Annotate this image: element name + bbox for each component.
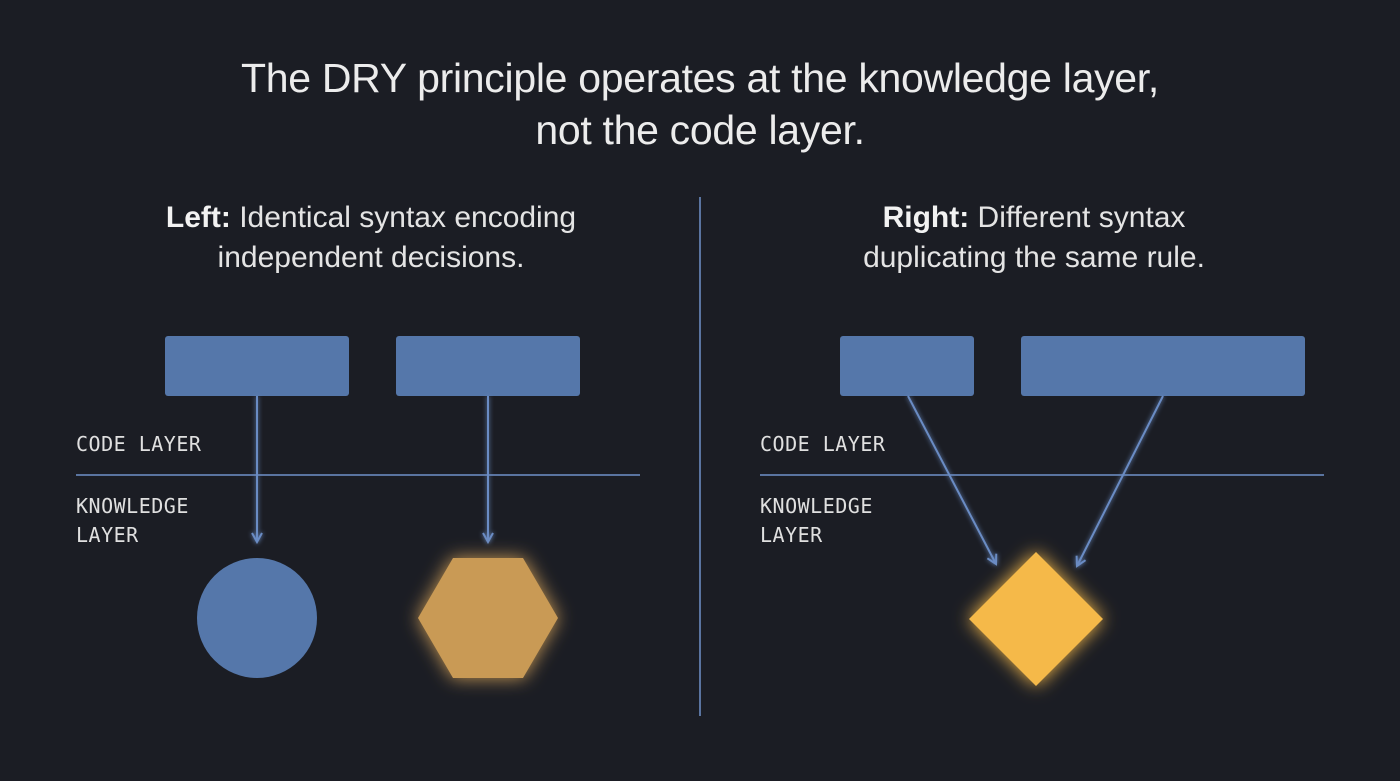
right-code-layer-label: CODE LAYER — [760, 432, 886, 456]
right-heading-text-1: Different syntax — [969, 201, 1186, 234]
left-heading-text-1: Identical syntax encoding — [230, 201, 577, 234]
right-panel-heading: Right: Different syntax duplicating the … — [754, 198, 1314, 278]
right-heading-line-1: Right: Different syntax — [754, 198, 1314, 238]
knowledge-circle — [197, 558, 317, 678]
right-knowledge-label-line-1: KNOWLEDGE — [760, 494, 873, 518]
knowledge-hexagon — [418, 558, 558, 678]
left-heading-bold: Left: — [165, 201, 231, 234]
left-knowledge-label-line-1: KNOWLEDGE — [76, 494, 189, 518]
diagram-title: The DRY principle operates at the knowle… — [0, 52, 1400, 156]
right-code-block-1 — [840, 336, 974, 396]
right-arrow-1 — [907, 395, 996, 564]
left-code-layer-label: CODE LAYER — [76, 432, 202, 456]
title-line-2: not the code layer. — [535, 107, 865, 153]
left-code-block-1 — [165, 336, 349, 396]
right-code-block-2 — [1021, 336, 1305, 396]
right-arrow-2 — [1077, 395, 1164, 566]
title-line-1: The DRY principle operates at the knowle… — [241, 55, 1159, 101]
right-knowledge-label-line-2: LAYER — [760, 523, 823, 547]
left-heading-line-2: independent decisions. — [217, 241, 525, 274]
left-heading-line-1: Left: Identical syntax encoding — [91, 198, 651, 238]
left-knowledge-layer-label: KNOWLEDGE LAYER — [76, 492, 189, 550]
right-heading-line-2: duplicating the same rule. — [863, 241, 1205, 274]
right-knowledge-layer-label: KNOWLEDGE LAYER — [760, 492, 873, 550]
left-panel-heading: Left: Identical syntax encoding independ… — [91, 198, 651, 278]
right-heading-bold: Right: — [882, 201, 970, 234]
knowledge-diamond — [969, 552, 1103, 686]
left-code-block-2 — [396, 336, 580, 396]
left-knowledge-label-line-2: LAYER — [76, 523, 139, 547]
